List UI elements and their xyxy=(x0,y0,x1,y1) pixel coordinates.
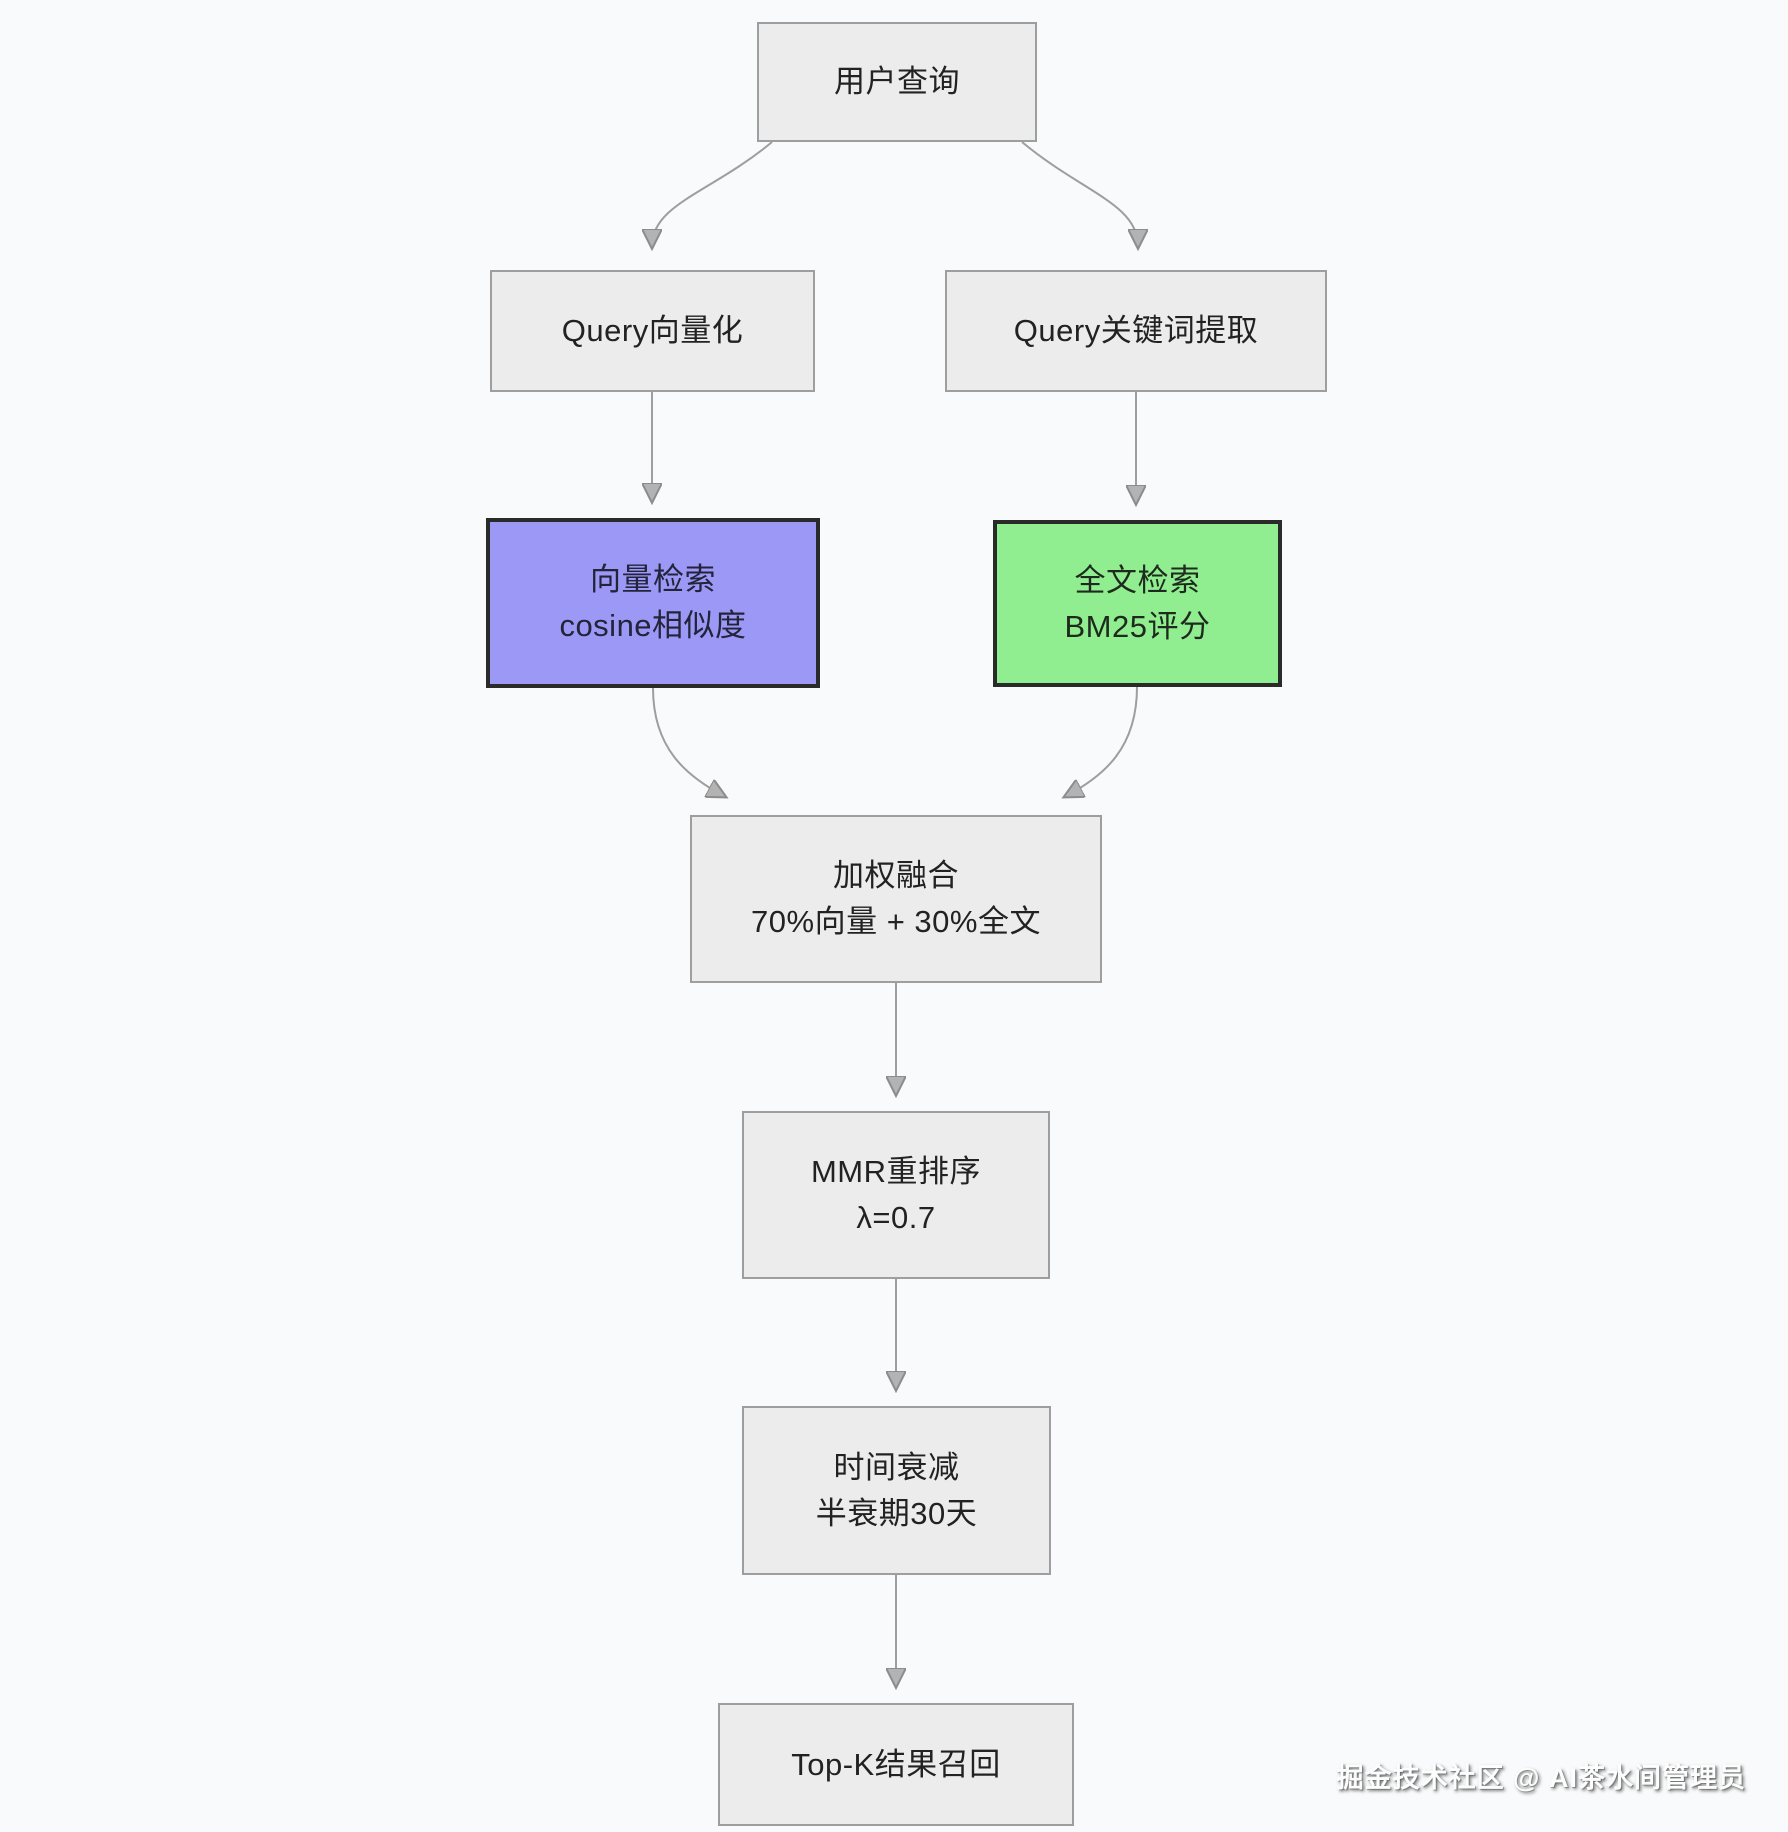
node-mmr-rerank-line1: MMR重排序 xyxy=(810,1154,982,1189)
node-topk-recall-label: Top-K结果召回 xyxy=(791,1746,1001,1782)
node-time-decay-line2: 半衰期30天 xyxy=(815,1495,978,1531)
node-query-vectorize: Query向量化 xyxy=(490,270,815,392)
node-topk-recall: Top-K结果召回 xyxy=(718,1703,1074,1826)
node-mmr-rerank: MMR重排序 λ=0.7 xyxy=(742,1111,1050,1279)
edge-userquery-to-vectorize xyxy=(652,141,773,246)
node-query-keywords-label: Query关键词提取 xyxy=(1013,313,1259,348)
node-vector-search-line1: 向量检索 xyxy=(590,562,716,597)
edge-fulltextsearch-to-fusion xyxy=(1066,686,1138,796)
node-weighted-fusion-line2: 70%向量 + 30%全文 xyxy=(751,904,1041,939)
node-fulltext-search-line2: BM25评分 xyxy=(1064,608,1211,644)
node-query-vectorize-label: Query向量化 xyxy=(561,313,744,348)
node-fulltext-search-line1: 全文检索 xyxy=(1074,562,1201,598)
node-user-query-label: 用户查询 xyxy=(834,64,960,99)
node-query-keywords: Query关键词提取 xyxy=(945,270,1327,392)
node-user-query: 用户查询 xyxy=(757,22,1037,142)
node-time-decay-line1: 时间衰减 xyxy=(833,1449,960,1485)
node-mmr-rerank-line2: λ=0.7 xyxy=(856,1200,936,1235)
node-vector-search: 向量检索 cosine相似度 xyxy=(486,518,820,688)
node-weighted-fusion-line1: 加权融合 xyxy=(833,858,959,893)
edge-userquery-to-keywords xyxy=(1021,141,1138,246)
node-fulltext-search: 全文检索 BM25评分 xyxy=(993,520,1282,687)
watermark-text: 掘金技术社区 @ AI茶水间管理员 xyxy=(1336,1763,1746,1793)
edge-vectorsearch-to-fusion xyxy=(652,687,724,796)
node-vector-search-line2: cosine相似度 xyxy=(559,608,747,643)
node-weighted-fusion: 加权融合 70%向量 + 30%全文 xyxy=(690,815,1102,983)
node-time-decay: 时间衰减 半衰期30天 xyxy=(742,1406,1051,1575)
